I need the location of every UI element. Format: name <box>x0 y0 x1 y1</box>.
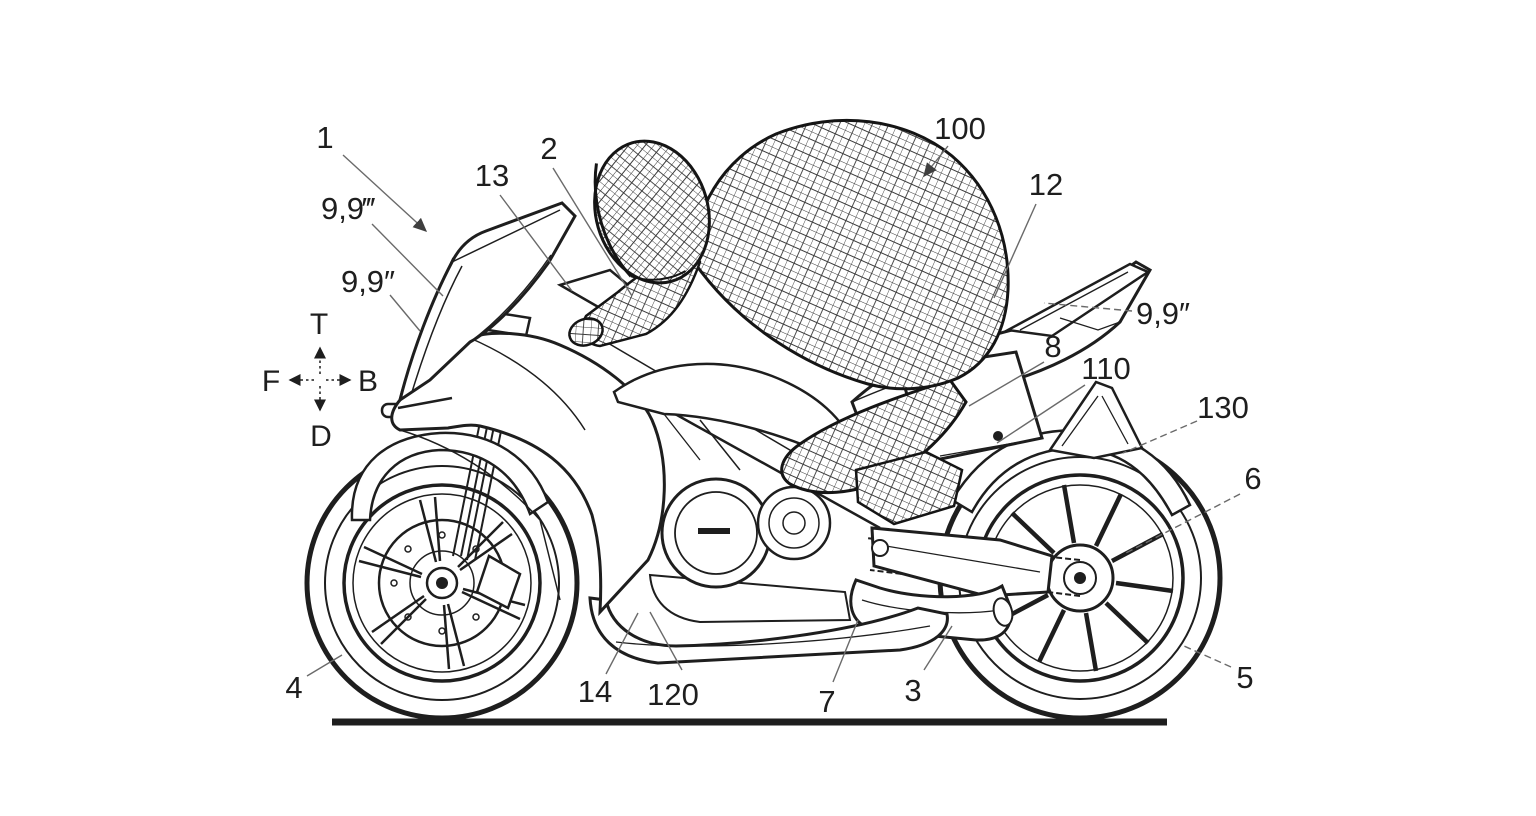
ref-label-5: 5 <box>1236 660 1253 695</box>
front-wheel <box>304 445 580 721</box>
ref-label-13: 13 <box>475 158 509 193</box>
ref-label-7: 7 <box>818 684 835 719</box>
tail-support-frame <box>1047 380 1144 460</box>
ref-label-12: 12 <box>1029 167 1063 202</box>
rider <box>568 118 1010 526</box>
reference-labels: 1 9,9‴ 9,9″ 13 2 100 12 9,9″ 8 110 130 6… <box>285 111 1261 719</box>
cross-letter-left: F <box>262 365 280 398</box>
front-rim <box>342 483 542 683</box>
ref-label-130: 130 <box>1197 390 1249 425</box>
ref-label-9-9-double-left: 9,9″ <box>341 264 395 299</box>
brake-caliper <box>475 554 522 610</box>
leader-lines <box>306 145 1241 683</box>
ref-label-4: 4 <box>285 670 302 705</box>
swingarm <box>870 526 1054 598</box>
ref-label-1: 1 <box>316 120 333 155</box>
engine <box>648 477 852 624</box>
ref-label-2: 2 <box>540 131 557 166</box>
ref-label-6: 6 <box>1244 461 1261 496</box>
rider-boot <box>854 450 964 526</box>
front-fairing <box>390 201 666 617</box>
rider-helmet <box>593 139 711 285</box>
cross-letter-bottom: D <box>310 420 332 453</box>
ref-label-14: 14 <box>578 674 612 709</box>
ref-label-120: 120 <box>647 677 699 712</box>
ref-label-3: 3 <box>904 673 921 708</box>
rider-glove <box>568 317 604 347</box>
cross-letter-top: T <box>310 308 328 341</box>
windscreen <box>397 201 577 404</box>
crankcase <box>648 573 852 624</box>
ref-label-110: 110 <box>1081 351 1130 386</box>
front-fender <box>350 431 550 522</box>
ref-label-9-9-triple: 9,9‴ <box>321 191 375 226</box>
helmet-visor <box>593 163 633 278</box>
ref-label-100: 100 <box>934 111 986 146</box>
fuel-tank <box>612 362 858 464</box>
cross-letter-right: B <box>358 365 378 398</box>
ref-label-9-9-double-right: 9,9″ <box>1136 296 1190 331</box>
belly-pan <box>588 596 949 665</box>
ref-label-8: 8 <box>1044 329 1061 364</box>
orientation-cross: T D F B <box>262 308 378 453</box>
rider-torso <box>692 118 1010 391</box>
